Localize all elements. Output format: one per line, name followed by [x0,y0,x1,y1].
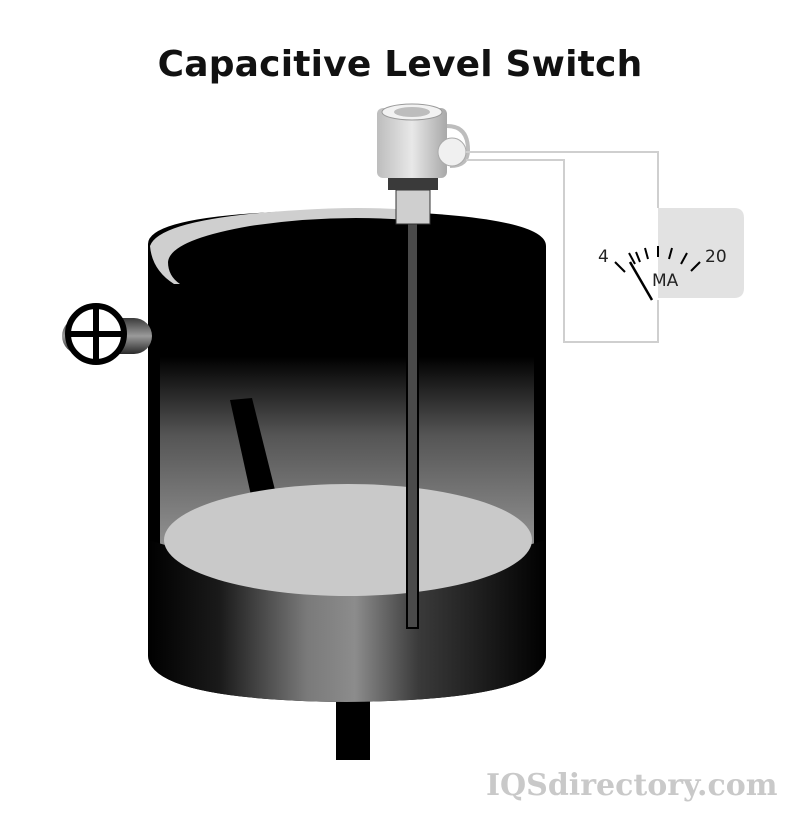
valve-handwheel-icon [65,303,127,365]
watermark-text: IQSdirectory.com [486,768,778,803]
signal-wire-loop [466,159,659,343]
inner-pipe [230,398,276,500]
signal-wire-top [466,151,659,208]
gauge-needle [628,261,654,301]
gauge-unit-label: MA [652,271,679,291]
diagram-title: Capacitive Level Switch [157,44,643,85]
level-sensor-icon [377,103,471,225]
gauge-max-label: 20 [705,247,727,267]
analog-gauge-icon: 4 20 MA [598,208,744,301]
sensor-probe-rod [406,221,419,629]
liquid-surface [164,484,532,596]
tank-rim [150,208,410,284]
gauge-min-label: 4 [598,247,609,267]
